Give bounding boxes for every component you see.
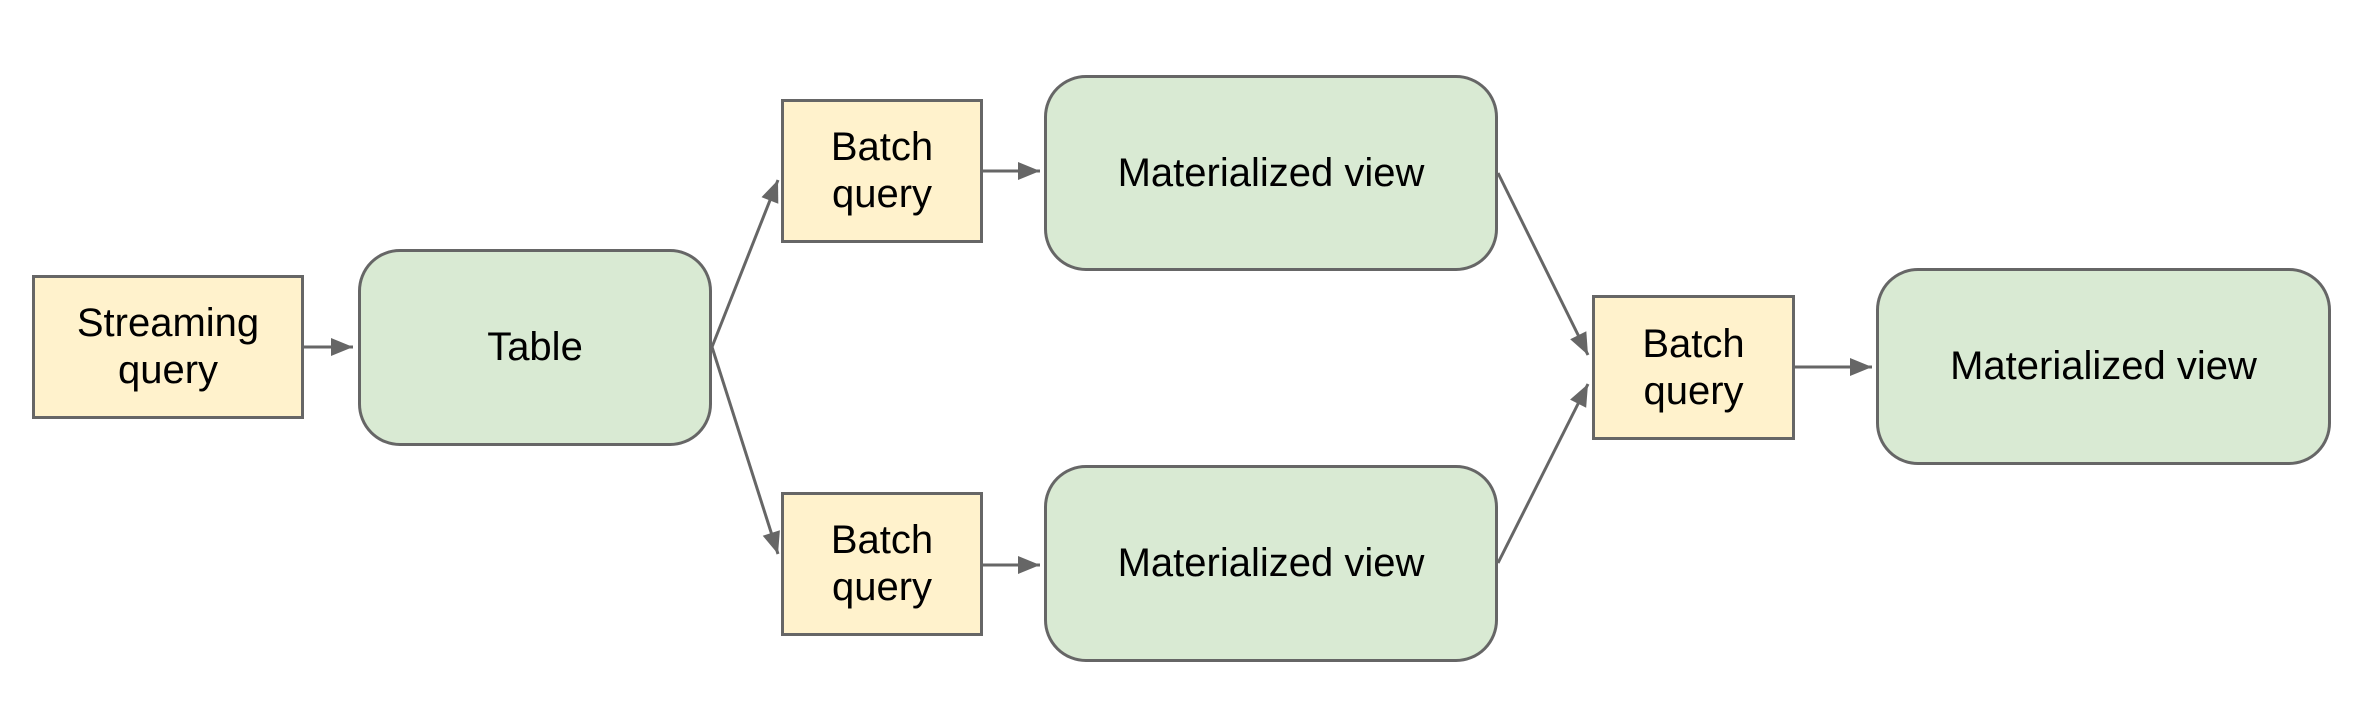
node-label-materialized-view-top: Materialized view — [1117, 150, 1425, 195]
node-materialized-view-bottom: Materialized view — [1044, 465, 1498, 662]
node-batch-query-bottom: Batch query — [781, 492, 983, 636]
node-label-table: Table — [487, 325, 583, 370]
node-label-batch-query-top: Batch query — [830, 125, 934, 216]
node-materialized-view-top: Materialized view — [1044, 75, 1498, 271]
connector-table-to-batch-query-top — [710, 179, 780, 348]
node-label-materialized-view-bottom: Materialized view — [1117, 541, 1425, 586]
node-label-materialized-view-right: Materialized view — [1950, 344, 2257, 389]
node-materialized-view-right: Materialized view — [1876, 268, 2331, 465]
connector-table-to-batch-query-bottom — [710, 346, 780, 555]
node-batch-query-top: Batch query — [781, 99, 983, 243]
node-table: Table — [358, 249, 712, 446]
node-batch-query-right: Batch query — [1592, 295, 1795, 440]
node-label-batch-query-bottom: Batch query — [830, 518, 934, 609]
connector-materialized-view-bottom-to-batch-query-right — [1496, 383, 1590, 564]
node-streaming-query: Streaming query — [32, 275, 304, 419]
connector-materialized-view-top-to-batch-query-right — [1496, 172, 1590, 356]
node-label-batch-query-right: Batch query — [1642, 321, 1745, 413]
node-label-streaming-query: Streaming query — [76, 301, 260, 392]
